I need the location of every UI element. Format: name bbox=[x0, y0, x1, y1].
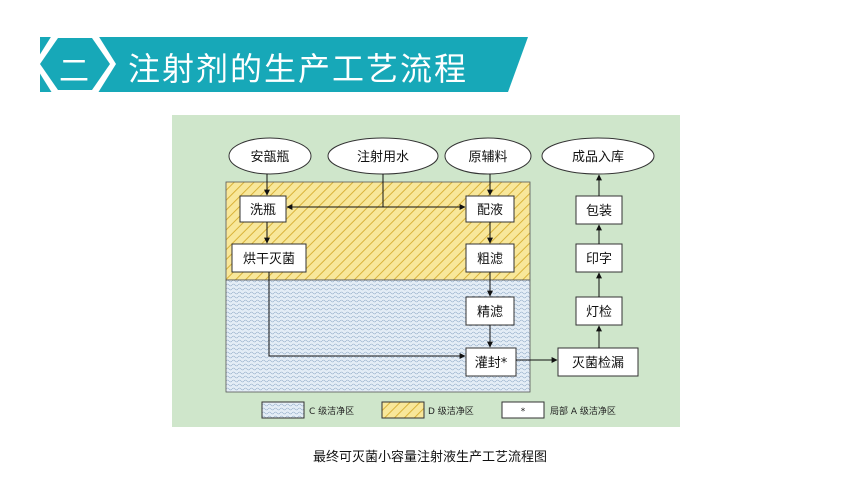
legend-c-swatch bbox=[261, 401, 305, 419]
legend: C 级洁净区 D 级洁净区 * 局部 A 级洁净区 bbox=[261, 401, 616, 419]
section-banner bbox=[34, 32, 528, 96]
fine-filter-step: 精滤 bbox=[465, 296, 515, 326]
water-source: 注射用水 bbox=[327, 137, 439, 175]
light-check-label: 灯检 bbox=[586, 305, 612, 320]
ampoule-label: 安瓿瓶 bbox=[250, 150, 289, 165]
flow-arrows bbox=[264, 174, 602, 363]
ampoule-source: 安瓿瓶 bbox=[228, 137, 312, 175]
legend-d-label: D 级洁净区 bbox=[428, 405, 474, 417]
sterilize-leak-label: 灭菌检漏 bbox=[572, 355, 624, 371]
figure-caption: 最终可灭菌小容量注射液生产工艺流程图 bbox=[312, 450, 547, 465]
water-label: 注射用水 bbox=[357, 149, 409, 165]
legend-a-symbol: * bbox=[521, 407, 526, 417]
arrow-dry-fill bbox=[268, 272, 466, 359]
hexagon-badge-inner bbox=[40, 38, 110, 90]
coarse-filter-step: 粗滤 bbox=[465, 243, 515, 273]
pack-label: 包装 bbox=[586, 204, 612, 219]
wash-label: 洗瓶 bbox=[250, 203, 276, 218]
page-title: 注射剂的生产工艺流程 bbox=[128, 50, 469, 88]
materials-label: 原辅料 bbox=[468, 150, 507, 165]
legend-a-label: 局部 A 级洁净区 bbox=[550, 405, 616, 417]
pack-step: 包装 bbox=[575, 195, 623, 225]
legend-d-swatch bbox=[381, 401, 425, 419]
warehouse-label: 成品入库 bbox=[572, 149, 624, 165]
fine-filter-label: 精滤 bbox=[477, 305, 503, 320]
process-flow-diagram: 安瓿瓶 注射用水 原辅料 成品入库 洗瓶 烘干灭菌 配液 粗滤 精滤 灌封* 灭… bbox=[172, 115, 680, 427]
banner-bar bbox=[40, 37, 528, 92]
dry-sterilize-label: 烘干灭菌 bbox=[243, 252, 295, 267]
wash-step: 洗瓶 bbox=[239, 195, 287, 223]
dry-sterilize-step: 烘干灭菌 bbox=[231, 243, 307, 273]
warehouse-target: 成品入库 bbox=[541, 137, 655, 175]
section-number: 二 bbox=[59, 54, 89, 89]
fill-seal-step: 灌封* bbox=[465, 347, 517, 377]
mix-label: 配液 bbox=[477, 203, 503, 218]
print-label: 印字 bbox=[586, 252, 612, 267]
legend-a-swatch bbox=[501, 401, 545, 419]
mix-step: 配液 bbox=[465, 195, 515, 223]
sterilize-leak-step: 灭菌检漏 bbox=[557, 347, 639, 377]
light-check-step: 灯检 bbox=[575, 296, 623, 326]
legend-c-label: C 级洁净区 bbox=[309, 405, 354, 417]
print-step: 印字 bbox=[575, 243, 623, 273]
materials-source: 原辅料 bbox=[444, 137, 532, 175]
coarse-filter-label: 粗滤 bbox=[477, 252, 503, 267]
fill-seal-label: 灌封* bbox=[475, 356, 508, 371]
